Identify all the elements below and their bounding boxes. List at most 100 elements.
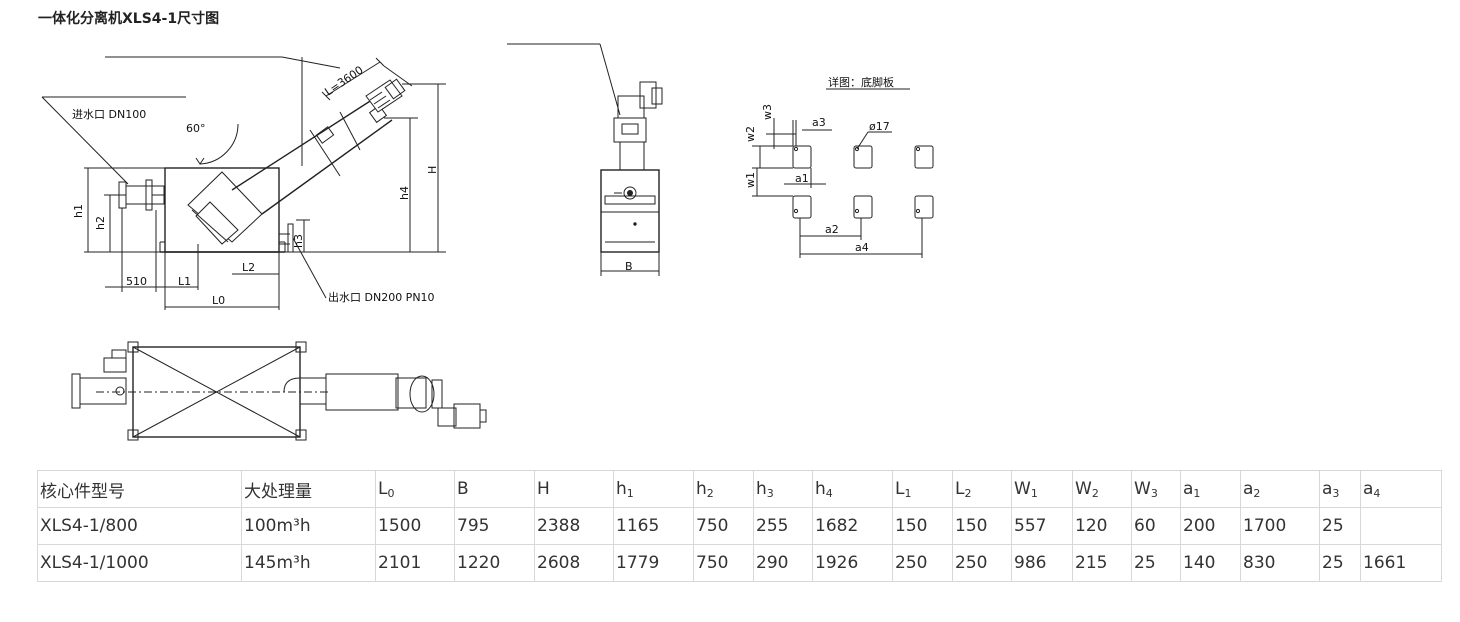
header-cell-text: a (1183, 478, 1194, 499)
dim-w3: w3 (761, 104, 774, 120)
table-header-cell: a2 (1240, 470, 1320, 508)
table-cell: 250 (892, 544, 953, 582)
table-cell: 25 (1131, 544, 1181, 582)
header-cell-text: a (1243, 478, 1254, 499)
table-cell: 1700 (1240, 507, 1320, 545)
header-cell-text: 大处理量 (244, 481, 312, 502)
header-cell-subscript: 2 (1253, 486, 1261, 500)
header-cell-text: L (378, 478, 388, 499)
header-cell-subscript: 0 (387, 486, 395, 500)
dim-a3: a3 (812, 116, 826, 129)
table-header-cell: W1 (1011, 470, 1073, 508)
table-cell: 150 (892, 507, 953, 545)
table-cell: 1165 (613, 507, 694, 545)
table-header-cell: W2 (1072, 470, 1132, 508)
side-view (41, 56, 446, 310)
header-cell-subscript: 1 (626, 486, 634, 500)
top-view (71, 341, 487, 441)
table-cell: 25 (1319, 544, 1361, 582)
header-cell-subscript: 3 (1150, 486, 1158, 500)
dim-h1: h1 (72, 204, 85, 218)
header-cell-text: L (955, 478, 965, 499)
table-header-cell: a3 (1319, 470, 1361, 508)
table-cell: 100m³h (241, 507, 376, 545)
header-cell-subscript: 1 (904, 486, 912, 500)
header-cell-subscript: 4 (1373, 486, 1381, 500)
dimension-drawing: 进水口 DN100 60° L=3600 H h4 h1 h2 h3 510 L… (41, 43, 934, 441)
table-header-cell: h4 (812, 470, 893, 508)
table-cell: 1220 (454, 544, 535, 582)
table-cell: 557 (1011, 507, 1073, 545)
dim-a2: a2 (825, 223, 839, 236)
header-cell-subscript: 1 (1030, 486, 1038, 500)
header-cell-text: W (1014, 478, 1031, 499)
outlet-label: 出水口 DN200 PN10 (328, 290, 435, 304)
detail-title: 详图：底脚板 (828, 75, 894, 89)
header-cell-text: h (756, 478, 767, 499)
table-cell: 120 (1072, 507, 1132, 545)
header-cell-subscript: 2 (1091, 486, 1099, 500)
detail-view (752, 88, 934, 258)
table-header-cell: 核心件型号 (37, 470, 242, 508)
dim-L2: L2 (242, 261, 255, 274)
dim-B: B (625, 260, 633, 273)
table-cell: 290 (753, 544, 813, 582)
table-cell: 1926 (812, 544, 893, 582)
header-cell-text: B (457, 479, 469, 499)
header-cell-subscript: 2 (964, 486, 972, 500)
table-cell: 2101 (375, 544, 455, 582)
table-cell: 25 (1319, 507, 1361, 545)
hole-label: ø17 (869, 120, 890, 133)
dim-a1: a1 (795, 172, 809, 185)
table-cell: 255 (753, 507, 813, 545)
header-cell-subscript: 3 (1332, 486, 1340, 500)
header-cell-subscript: 4 (825, 486, 833, 500)
dim-a4: a4 (855, 241, 869, 254)
header-cell-text: L (895, 478, 905, 499)
angle-label: 60° (186, 122, 206, 135)
table-cell: 215 (1072, 544, 1132, 582)
table-cell: 1682 (812, 507, 893, 545)
table-header-cell: h1 (613, 470, 694, 508)
table-cell: 1661 (1360, 544, 1442, 582)
table-cell: 60 (1131, 507, 1181, 545)
table-cell: 750 (693, 544, 754, 582)
table-header-cell: L0 (375, 470, 455, 508)
header-cell-subscript: 1 (1193, 486, 1201, 500)
dim-h2: h2 (94, 216, 107, 230)
header-cell-text: W (1075, 478, 1092, 499)
table-header-cell: B (454, 470, 535, 508)
header-cell-subscript: 2 (706, 486, 714, 500)
table-cell: 250 (952, 544, 1012, 582)
dim-L0: L0 (212, 294, 225, 307)
table-cell: XLS4-1/1000 (37, 544, 242, 582)
table-cell: 140 (1180, 544, 1241, 582)
table-cell (1360, 507, 1442, 545)
header-cell-text: a (1363, 478, 1374, 499)
dim-L1: L1 (178, 275, 191, 288)
header-cell-text: 核心件型号 (40, 481, 125, 502)
dim-w2: w2 (744, 126, 757, 142)
dim-H: H (426, 166, 439, 174)
table-cell: 795 (454, 507, 535, 545)
header-cell-text: H (537, 479, 550, 499)
dim-h4: h4 (398, 186, 411, 200)
header-cell-text: h (696, 478, 707, 499)
table-cell: 830 (1240, 544, 1320, 582)
table-cell: XLS4-1/800 (37, 507, 242, 545)
header-cell-text: a (1322, 478, 1333, 499)
length-label: L=3600 (322, 63, 365, 98)
table-header-cell: W3 (1131, 470, 1181, 508)
table-header-cell: a1 (1180, 470, 1241, 508)
table-header-cell: 大处理量 (241, 470, 376, 508)
table-header-cell: L2 (952, 470, 1012, 508)
table-cell: 986 (1011, 544, 1073, 582)
dim-w1: w1 (744, 172, 757, 188)
header-cell-text: h (616, 478, 627, 499)
dim-h3: h3 (292, 234, 305, 248)
table-cell: 200 (1180, 507, 1241, 545)
